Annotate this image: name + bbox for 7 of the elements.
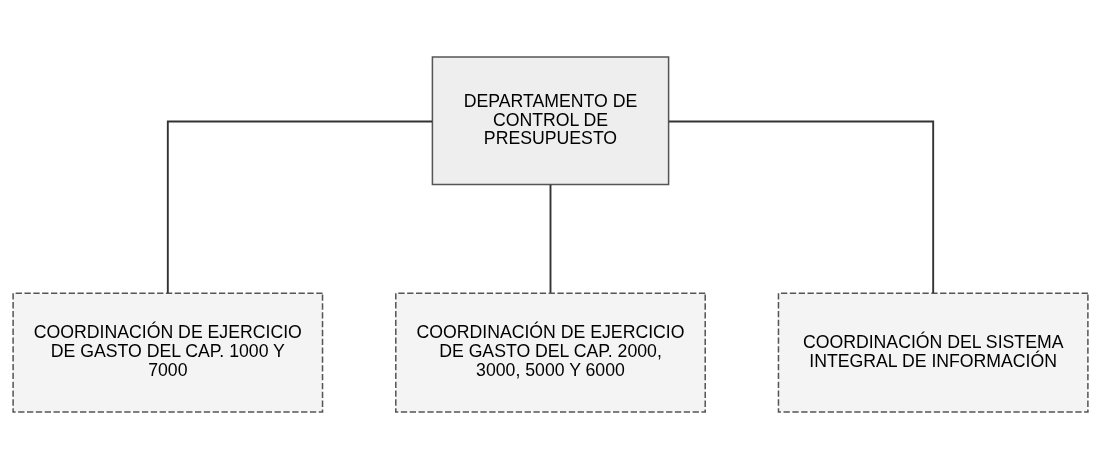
connector [549,183,552,294]
node-box: COORDINACIÓN DE EJERCICIO DE GASTO DEL CAP. 2000, 3000, 5000 Y 6000 [395,291,706,413]
connector [668,120,935,294]
connector [166,120,433,294]
node-box: COORDINACIÓN DE EJERCICIO DE GASTO DEL CAP. 1000 Y 7000 [12,291,324,413]
node-box: COORDINACIÓN DEL SISTEMA INTEGRAL DE INFORMACIÓN [777,291,1089,413]
node-box: DEPARTAMENTO DE CONTROL DE PRESUPUESTO [431,55,670,185]
